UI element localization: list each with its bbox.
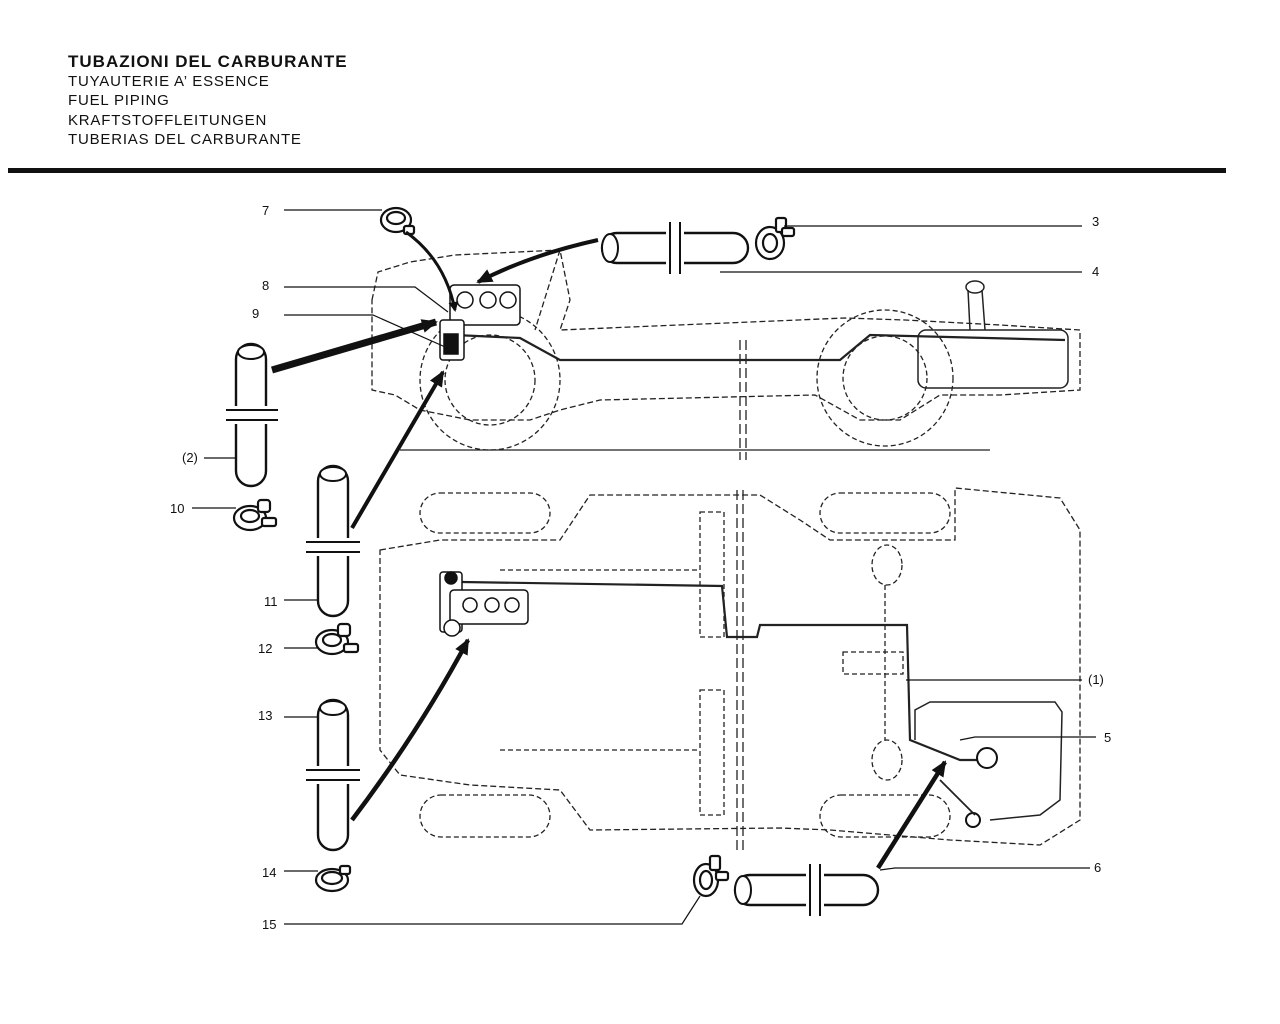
callout-12: 12 — [258, 641, 272, 656]
callout-13: 13 — [258, 708, 272, 723]
header-divider — [8, 168, 1226, 173]
page-header: TUBAZIONI DEL CARBURANTE TUYAUTERIE A’ E… — [68, 52, 348, 150]
callout-4: 4 — [1092, 264, 1099, 279]
callout-7: 7 — [262, 203, 269, 218]
title-english: FUEL PIPING — [68, 92, 170, 109]
callout-9: 9 — [252, 306, 259, 321]
callout-5: 5 — [1104, 730, 1111, 745]
carburettor-top — [439, 571, 529, 637]
top-frame-members — [500, 511, 904, 816]
tank-filler-top — [965, 812, 981, 828]
side-fuel-line — [454, 333, 1066, 362]
callout-15: 15 — [262, 917, 276, 932]
clamp-14 — [314, 864, 352, 893]
tank-sender-top — [976, 747, 998, 769]
clamp-3 — [754, 216, 796, 261]
hose-4 — [600, 222, 750, 274]
car-side-wheels — [419, 309, 954, 451]
title-spanish: TUBERIAS DEL CARBURANTE — [68, 131, 302, 148]
tank-filler-pipe — [939, 779, 976, 816]
clamp-15 — [692, 854, 730, 898]
clamp-12 — [314, 622, 360, 656]
title-french: TUYAUTERIE A’ ESSENCE — [68, 72, 270, 90]
callout-6: 6 — [1094, 860, 1101, 875]
title-german: KRAFTSTOFFLEITUNGEN — [68, 111, 268, 129]
callout-8: 8 — [262, 278, 269, 293]
tank-filler-cap — [965, 280, 985, 294]
hose-11 — [306, 464, 360, 618]
carburettor-side — [439, 284, 521, 361]
callout-10: 10 — [170, 501, 184, 516]
hose-6 — [733, 864, 880, 916]
hose-13 — [306, 698, 360, 852]
car-top-wheels — [419, 492, 951, 838]
tank-filler-neck — [967, 289, 986, 331]
fuel-tank-top — [914, 701, 1063, 821]
leader-lines — [192, 209, 1096, 925]
callout-1: (1) — [1088, 672, 1104, 687]
top-fuel-line — [461, 580, 985, 762]
callout-3: 3 — [1092, 214, 1099, 229]
hose-2 — [226, 342, 278, 488]
title-italian: TUBAZIONI DEL CARBURANTE — [68, 52, 348, 71]
arrows — [271, 230, 947, 870]
clamp-10 — [232, 498, 278, 532]
callout-11: 11 — [264, 594, 278, 609]
car-top-view — [379, 487, 1081, 846]
clamp-7 — [379, 206, 416, 236]
callout-2: (2) — [182, 450, 198, 465]
fuel-tank-side — [917, 329, 1069, 389]
callout-14: 14 — [262, 865, 276, 880]
